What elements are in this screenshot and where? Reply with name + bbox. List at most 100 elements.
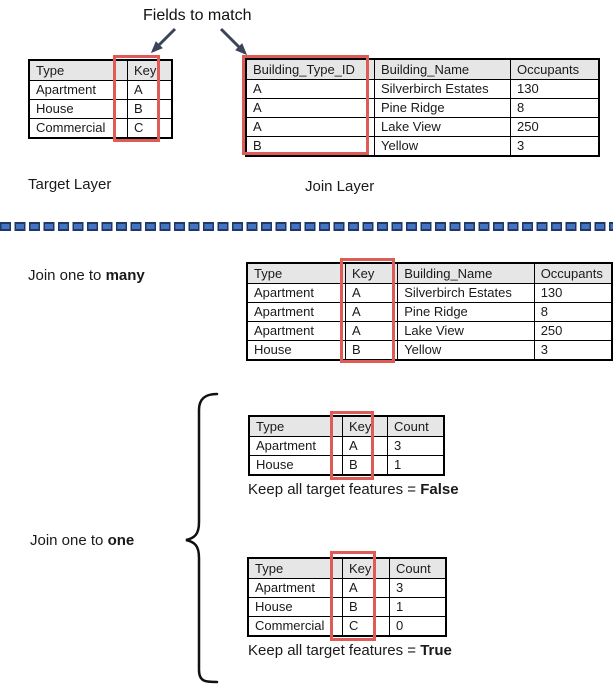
table-cell: B <box>245 136 375 157</box>
column-header: Building_Type_ID <box>245 58 375 80</box>
table-row: Commercial C <box>28 118 173 139</box>
target-layer-label: Target Layer <box>28 176 112 193</box>
table-row: Apartment A Silverbirch Estates 130 <box>246 283 613 303</box>
join-one-to-one-bold: one <box>107 532 135 549</box>
table-cell: B <box>127 99 173 119</box>
table-cell: 0 <box>389 616 447 637</box>
table-cell: B <box>342 455 388 476</box>
arrow-down-right-icon <box>219 27 248 56</box>
table-cell: House <box>28 99 128 119</box>
dashed-divider <box>0 222 613 231</box>
table-cell: 3 <box>533 340 613 361</box>
one-to-one-true-table: Type Key Count Apartment A 3 House B 1 C… <box>247 557 447 637</box>
column-header: Type <box>28 59 128 81</box>
keep-true-label: Keep all target features = True <box>248 642 452 659</box>
table-cell: Lake View <box>397 321 535 341</box>
table-cell: 3 <box>389 578 447 598</box>
keep-true-prefix: Keep all target features = <box>248 642 421 659</box>
table-cell: A <box>344 283 399 303</box>
table-cell: Apartment <box>28 80 128 100</box>
table-cell: A <box>245 117 375 137</box>
table-cell: Apartment <box>246 283 346 303</box>
keep-false-bold: False <box>420 481 459 498</box>
table-header-row: Type Key Building_Name Occupants <box>246 262 613 284</box>
table-header-row: Building_Type_ID Building_Name Occupants <box>245 58 600 80</box>
table-row: Apartment A <box>28 80 173 100</box>
left-curly-brace-icon <box>185 392 219 684</box>
table-cell: Pine Ridge <box>397 302 535 322</box>
table-row: Commercial C 0 <box>247 616 447 637</box>
table-cell: Commercial <box>247 616 343 637</box>
table-cell: 130 <box>510 79 600 99</box>
join-one-to-one-prefix: Join one to <box>30 532 108 549</box>
table-cell: Apartment <box>247 578 343 598</box>
target-layer-table: Type Key Apartment A House B Commercial … <box>28 59 173 139</box>
join-one-to-many-label: Join one to many <box>28 267 145 284</box>
column-header: Key <box>342 557 390 579</box>
table-cell: 3 <box>387 436 445 456</box>
join-layer-label: Join Layer <box>305 178 375 195</box>
table-cell: 1 <box>387 455 445 476</box>
table-cell: A <box>245 79 375 99</box>
column-header: Key <box>344 262 399 284</box>
table-cell: 250 <box>510 117 600 137</box>
table-row: Apartment A 3 <box>248 436 445 456</box>
table-cell: C <box>342 616 390 637</box>
table-cell: A <box>342 436 388 456</box>
column-header: Building_Name <box>374 58 511 80</box>
column-header: Occupants <box>510 58 600 80</box>
table-row: Apartment A Lake View 250 <box>246 321 613 341</box>
column-header: Type <box>246 262 346 284</box>
join-one-to-one-label: Join one to one <box>30 532 134 549</box>
table-row: B Yellow 3 <box>245 136 600 157</box>
column-header: Building_Name <box>397 262 535 284</box>
table-row: House B 1 <box>247 597 447 617</box>
table-cell: Yellow <box>374 136 511 157</box>
fields-to-match-title: Fields to match <box>143 7 252 24</box>
table-cell: A <box>342 578 390 598</box>
table-cell: 8 <box>510 98 600 118</box>
table-cell: 250 <box>533 321 613 341</box>
table-cell: Lake View <box>374 117 511 137</box>
join-one-to-many-bold: many <box>105 267 145 284</box>
column-header: Count <box>387 415 445 437</box>
table-cell: Silverbirch Estates <box>397 283 535 303</box>
table-cell: 130 <box>533 283 613 303</box>
table-cell: 8 <box>533 302 613 322</box>
column-header: Count <box>389 557 447 579</box>
table-cell: Pine Ridge <box>374 98 511 118</box>
column-header: Key <box>127 59 173 81</box>
table-cell: Apartment <box>246 302 346 322</box>
table-cell: A <box>344 302 399 322</box>
table-cell: House <box>247 597 343 617</box>
keep-true-bold: True <box>420 642 452 659</box>
table-cell: Apartment <box>246 321 346 341</box>
column-header: Occupants <box>533 262 613 284</box>
keep-false-prefix: Keep all target features = <box>248 481 421 498</box>
join-one-to-many-prefix: Join one to <box>28 267 106 284</box>
column-header: Type <box>247 557 343 579</box>
table-cell: A <box>344 321 399 341</box>
column-header: Key <box>342 415 388 437</box>
table-row: A Pine Ridge 8 <box>245 98 600 118</box>
one-to-one-false-table: Type Key Count Apartment A 3 House B 1 <box>248 415 445 476</box>
table-cell: 3 <box>510 136 600 157</box>
join-layer-table: Building_Type_ID Building_Name Occupants… <box>245 58 600 157</box>
table-cell: House <box>248 455 343 476</box>
table-cell: House <box>246 340 346 361</box>
arrow-down-left-icon <box>150 27 177 54</box>
table-row: House B Yellow 3 <box>246 340 613 361</box>
table-cell: Silverbirch Estates <box>374 79 511 99</box>
table-cell: Commercial <box>28 118 128 139</box>
table-cell: 1 <box>389 597 447 617</box>
table-row: A Lake View 250 <box>245 117 600 137</box>
table-row: Apartment A 3 <box>247 578 447 598</box>
table-header-row: Type Key <box>28 59 173 81</box>
table-header-row: Type Key Count <box>248 415 445 437</box>
table-row: Apartment A Pine Ridge 8 <box>246 302 613 322</box>
table-cell: A <box>127 80 173 100</box>
one-to-many-result-table: Type Key Building_Name Occupants Apartme… <box>246 262 613 361</box>
column-header: Type <box>248 415 343 437</box>
table-cell: Apartment <box>248 436 343 456</box>
